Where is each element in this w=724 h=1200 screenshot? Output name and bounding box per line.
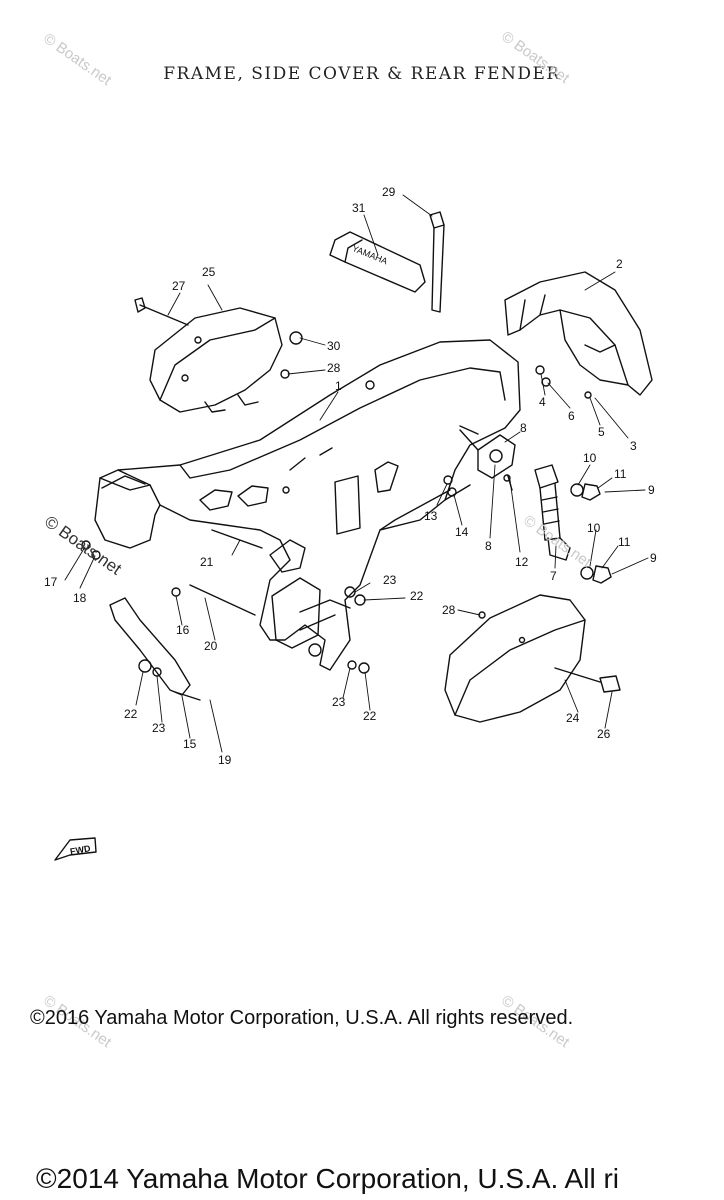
rear-fender-part [504,271,653,396]
callout-8-top: 8 [520,421,527,435]
callout-24: 24 [566,711,580,725]
callout-17: 17 [44,575,58,589]
diagram-title: FRAME, SIDE COVER & REAR FENDER [163,64,561,84]
callout-2: 2 [616,257,623,271]
callout-14: 14 [455,525,469,539]
callout-21: 21 [200,555,214,569]
callout-22-bottom: 22 [363,709,377,723]
lower-bracket-part [109,597,191,696]
callout-31: 31 [352,201,366,215]
right-side-cover-part [444,594,586,723]
callout-19: 19 [218,753,232,767]
bracket-part [459,429,516,479]
callout-6: 6 [568,409,575,423]
callout-5: 5 [598,425,605,439]
callout-13: 13 [424,509,438,523]
strap-part [429,211,445,313]
callout-27: 27 [172,279,186,293]
callout-3: 3 [630,439,637,453]
callout-11-top: 11 [614,467,627,481]
callout-10-bottom: 10 [587,521,601,535]
callout-22-left: 22 [124,707,138,721]
callout-22-middle: 22 [410,589,424,603]
parts-diagram: YAMAHA FWD 29 31 2 25 27 30 28 1 4 6 5 3… [44,185,657,861]
grab-bar-part [329,231,426,293]
copyright-2016: ©2016 Yamaha Motor Corporation, U.S.A. A… [30,1007,574,1029]
callout-8-bottom: 8 [485,539,492,553]
callout-23-bottom: 23 [332,695,346,709]
callout-28-top: 28 [327,361,341,375]
callout-18: 18 [73,591,87,605]
callout-labels: 29 31 2 25 27 30 28 1 4 6 5 3 8 10 11 9 … [44,185,657,767]
shock-absorber-part [534,464,571,561]
callout-11-bottom: 11 [618,535,631,549]
callout-9-bottom: 9 [650,551,657,565]
callout-16: 16 [176,623,190,637]
callout-23-middle: 23 [383,573,397,587]
hardware-parts [81,331,612,677]
frame-part [94,339,521,671]
callout-12: 12 [515,555,529,569]
callout-28-bottom: 28 [442,603,456,617]
callout-7: 7 [550,569,557,583]
callout-15: 15 [183,737,197,751]
fwd-label: FWD [69,843,91,856]
callout-4: 4 [539,395,546,409]
callout-25: 25 [202,265,216,279]
callout-20: 20 [204,639,218,653]
copyright-2014: ©2014 Yamaha Motor Corporation, U.S.A. A… [36,1163,619,1194]
callout-30: 30 [327,339,341,353]
callout-9-top: 9 [648,483,655,497]
callout-1: 1 [335,379,342,393]
callout-23-left: 23 [152,721,166,735]
callout-10-top: 10 [583,451,597,465]
left-side-cover-part [149,307,283,413]
callout-26: 26 [597,727,611,741]
leader-lines [64,194,649,753]
grab-bar-brand: YAMAHA [351,243,389,266]
callout-29: 29 [382,185,396,199]
fwd-arrow-icon [54,837,97,861]
